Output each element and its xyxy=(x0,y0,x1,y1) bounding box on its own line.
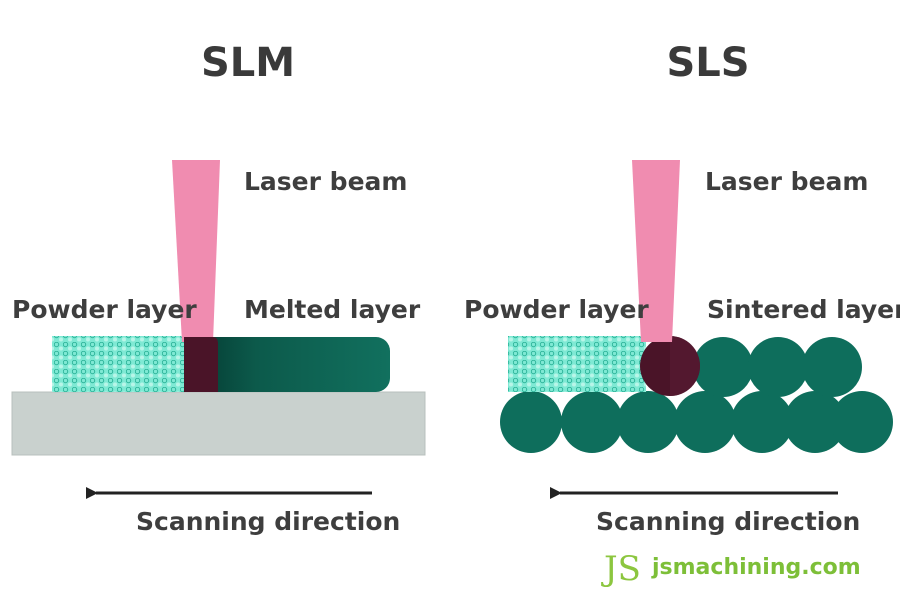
sls-sintered-particles xyxy=(693,337,862,397)
sls-title: SLS xyxy=(666,40,749,86)
slm-panel: SLM Laser beam Powder layer Melted layer… xyxy=(11,40,426,536)
sls-laser-label: Laser beam xyxy=(705,167,868,196)
sls-powder-label: Powder layer xyxy=(464,295,649,324)
slm-melted-label: Melted layer xyxy=(244,295,421,324)
watermark-site: jsmachining.com xyxy=(651,555,861,580)
slm-substrate xyxy=(11,391,426,456)
sls-powder-layer xyxy=(508,336,646,392)
sls-direction-label: Scanning direction xyxy=(596,507,860,536)
slm-laser-label: Laser beam xyxy=(244,167,407,196)
slm-title: SLM xyxy=(201,40,295,86)
sls-bottom-particles xyxy=(500,391,893,453)
watermark-logo: JS xyxy=(601,549,641,589)
slm-powder-layer xyxy=(52,336,185,392)
slm-direction-label: Scanning direction xyxy=(136,507,400,536)
watermark: JS jsmachining.com xyxy=(601,549,861,589)
sls-laser-beam xyxy=(632,160,680,342)
slm-laser-beam xyxy=(172,160,220,342)
slm-melted-layer xyxy=(184,337,390,392)
slm-powder-label: Powder layer xyxy=(12,295,197,324)
sls-panel: SLS Laser beam Powder layer Sintered lay… xyxy=(464,40,900,536)
slm-laser-spot xyxy=(184,337,218,392)
sls-sintered-label: Sintered layer xyxy=(707,295,900,324)
